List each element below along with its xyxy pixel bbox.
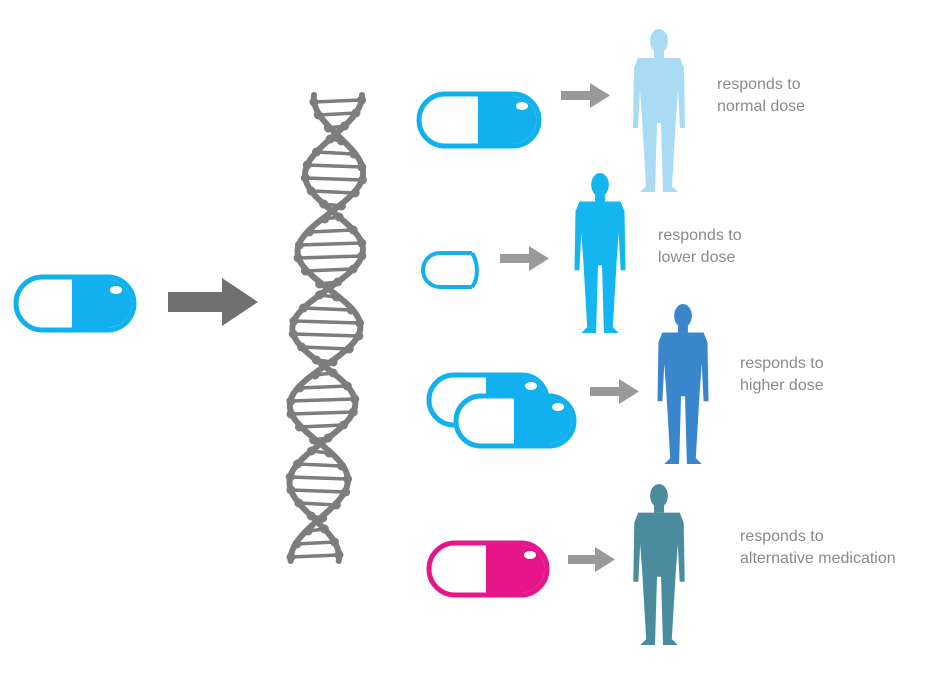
dna-rung <box>289 488 348 494</box>
person-body <box>657 332 709 464</box>
dna-rung <box>301 306 353 312</box>
outcome-label-line1: responds to <box>740 355 824 372</box>
dna-rung <box>316 111 358 117</box>
arrow-right-icon <box>590 379 639 404</box>
dna-rung <box>297 241 364 247</box>
person-neck <box>595 193 605 202</box>
arrow-right-icon <box>561 83 610 108</box>
dna-rung <box>303 176 365 182</box>
dna-rung <box>297 384 350 390</box>
outcome-label-normal-dose: responds to normal dose <box>717 74 805 118</box>
person-neck <box>654 504 664 513</box>
outcome-label-line2: lower dose <box>658 249 736 266</box>
person-icon-higher-dose <box>657 304 709 464</box>
dna-rung <box>309 189 357 195</box>
person-head <box>591 173 609 197</box>
dna-rung <box>295 540 337 546</box>
dna-rung <box>289 410 356 416</box>
dna-rung <box>314 150 356 156</box>
dna-rung <box>307 228 355 234</box>
alternative-medication-capsule-icon <box>426 540 550 598</box>
person-neck <box>654 50 664 58</box>
dna-rung <box>291 332 361 338</box>
arrow-right-icon <box>500 246 549 271</box>
dna-rung <box>288 475 350 481</box>
person-head <box>650 29 668 53</box>
higher-dose-capsules-icon <box>426 372 577 449</box>
outcome-label-line2: higher dose <box>740 377 824 394</box>
process-arrow-icon <box>168 278 258 326</box>
dna-rung <box>297 423 346 429</box>
outcome-label-line2: normal dose <box>717 98 806 115</box>
lower-dose-half-capsule-icon <box>421 251 479 289</box>
dna-rung <box>312 98 364 104</box>
dna-rung <box>303 267 355 273</box>
arrow-right-icon <box>568 547 615 572</box>
outcome-label-alternative-medication: responds to alternative medication <box>740 526 896 570</box>
dna-strand <box>286 92 367 564</box>
dna-rung <box>292 319 362 325</box>
person-icon-lower-dose <box>574 173 626 333</box>
outcome-label-higher-dose: responds to higher dose <box>740 353 824 397</box>
outcome-label-line1: responds to <box>658 227 742 244</box>
dna-helix-icon <box>285 92 367 564</box>
outcome-label-line1: responds to <box>740 528 824 545</box>
person-body <box>633 58 685 192</box>
dna-rung <box>295 462 344 468</box>
dna-rung <box>299 345 352 351</box>
person-neck <box>678 324 688 333</box>
dna-rung <box>305 163 364 169</box>
person-head <box>674 304 692 328</box>
normal-dose-capsule-icon <box>416 91 542 149</box>
dna-rung <box>289 553 341 559</box>
outcome-label-lower-dose: responds to lower dose <box>658 225 742 269</box>
dna-rung <box>297 501 339 507</box>
dna-strand <box>286 92 366 564</box>
outcome-label-line1: responds to <box>717 76 801 93</box>
input-capsule-icon <box>13 274 137 333</box>
outcome-label-line2: alternative medication <box>740 550 896 567</box>
person-icon-alternative-medication <box>633 483 685 645</box>
dna-rung <box>296 254 364 260</box>
person-icon-normal-dose <box>633 29 685 192</box>
person-head <box>650 483 668 508</box>
person-body <box>574 201 626 333</box>
dna-rung <box>289 397 357 403</box>
person-body <box>633 512 685 645</box>
